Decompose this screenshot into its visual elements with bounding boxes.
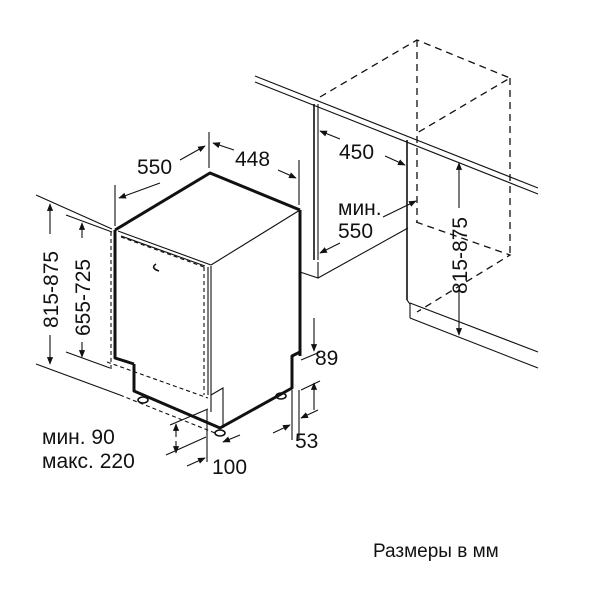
dishwasher (106, 171, 302, 437)
niche-height-label: 815-875 (449, 217, 472, 294)
units-caption: Размеры в мм (373, 541, 499, 562)
niche-depth-dimension: мин. 550 (319, 197, 417, 254)
plinth-height-label: 89 (315, 347, 338, 370)
niche-width-label: 450 (339, 141, 374, 164)
plinth-range-min-label: мин. 90 (42, 426, 115, 449)
niche-width-dimension: 450 (319, 130, 406, 166)
niche-depth-label-min: мин. (338, 197, 382, 220)
dishwasher-width-dimension: 448 (212, 142, 300, 205)
toe-kick-depth-dimension: 100 (186, 410, 247, 479)
dishwasher-height-dimension: 815-875 (35, 194, 121, 396)
door-height-dimension: 655-725 (65, 214, 113, 369)
dishwasher-depth-label: 550 (137, 156, 172, 179)
dishwasher-height-label: 815-875 (40, 251, 63, 328)
foot-offset-label: 53 (295, 430, 318, 453)
plinth-range-dimension: мин. 90 макс. 220 (42, 408, 209, 473)
dishwasher-width-label: 448 (235, 148, 270, 171)
niche-height-dimension: 815-875 (449, 162, 472, 336)
door-height-label: 655-725 (72, 259, 95, 336)
niche-depth-label-value: 550 (338, 220, 373, 243)
plinth-height-dimension: 89 (300, 318, 338, 410)
dishwasher-depth-dimension: 550 (114, 132, 210, 226)
foot-offset-dimension: 53 (272, 390, 318, 453)
plinth-range-max-label: макс. 220 (42, 450, 135, 473)
kitchen-niche (254, 39, 539, 369)
toe-kick-depth-label: 100 (212, 456, 247, 479)
